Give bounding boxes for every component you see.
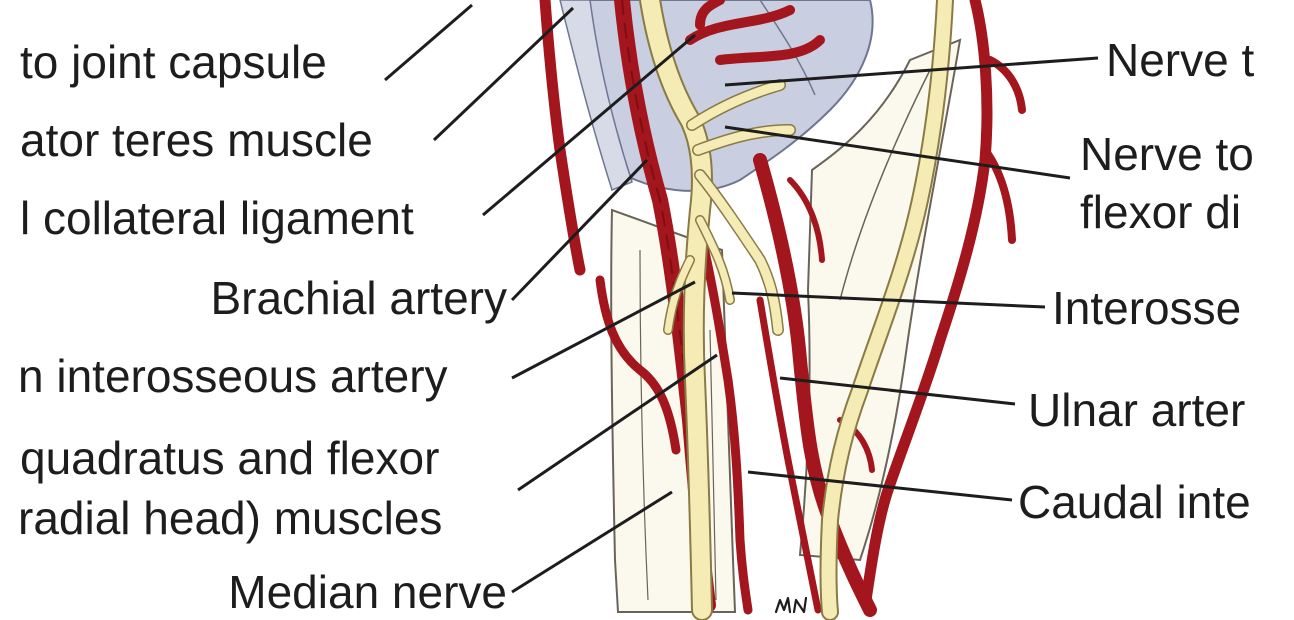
label-caudal-interosseous: Caudal inte xyxy=(1018,476,1251,528)
label-interosseous-artery: n interosseous artery xyxy=(18,350,448,402)
label-quadratus-line1: quadratus and flexor xyxy=(20,432,439,484)
label-quadratus-line2: radial head) muscles xyxy=(18,492,442,544)
leader-joint-capsule xyxy=(385,5,472,80)
label-pronator-teres: ator teres muscle xyxy=(20,114,373,166)
label-nerve-to: Nerve t xyxy=(1106,34,1254,86)
label-interosseous: Interosse xyxy=(1052,282,1241,334)
label-collateral-ligament: l collateral ligament xyxy=(20,192,414,244)
label-nerve-to-flexor-line1: Nerve to xyxy=(1080,128,1254,180)
label-ulnar-artery: Ulnar arter xyxy=(1028,384,1245,436)
label-brachial-artery: Brachial artery xyxy=(210,272,507,324)
label-median-nerve: Median nerve xyxy=(228,566,507,618)
label-joint-capsule: to joint capsule xyxy=(20,36,327,88)
label-nerve-to-flexor-line2: flexor di xyxy=(1080,186,1241,238)
illustrator-signature xyxy=(773,592,813,618)
